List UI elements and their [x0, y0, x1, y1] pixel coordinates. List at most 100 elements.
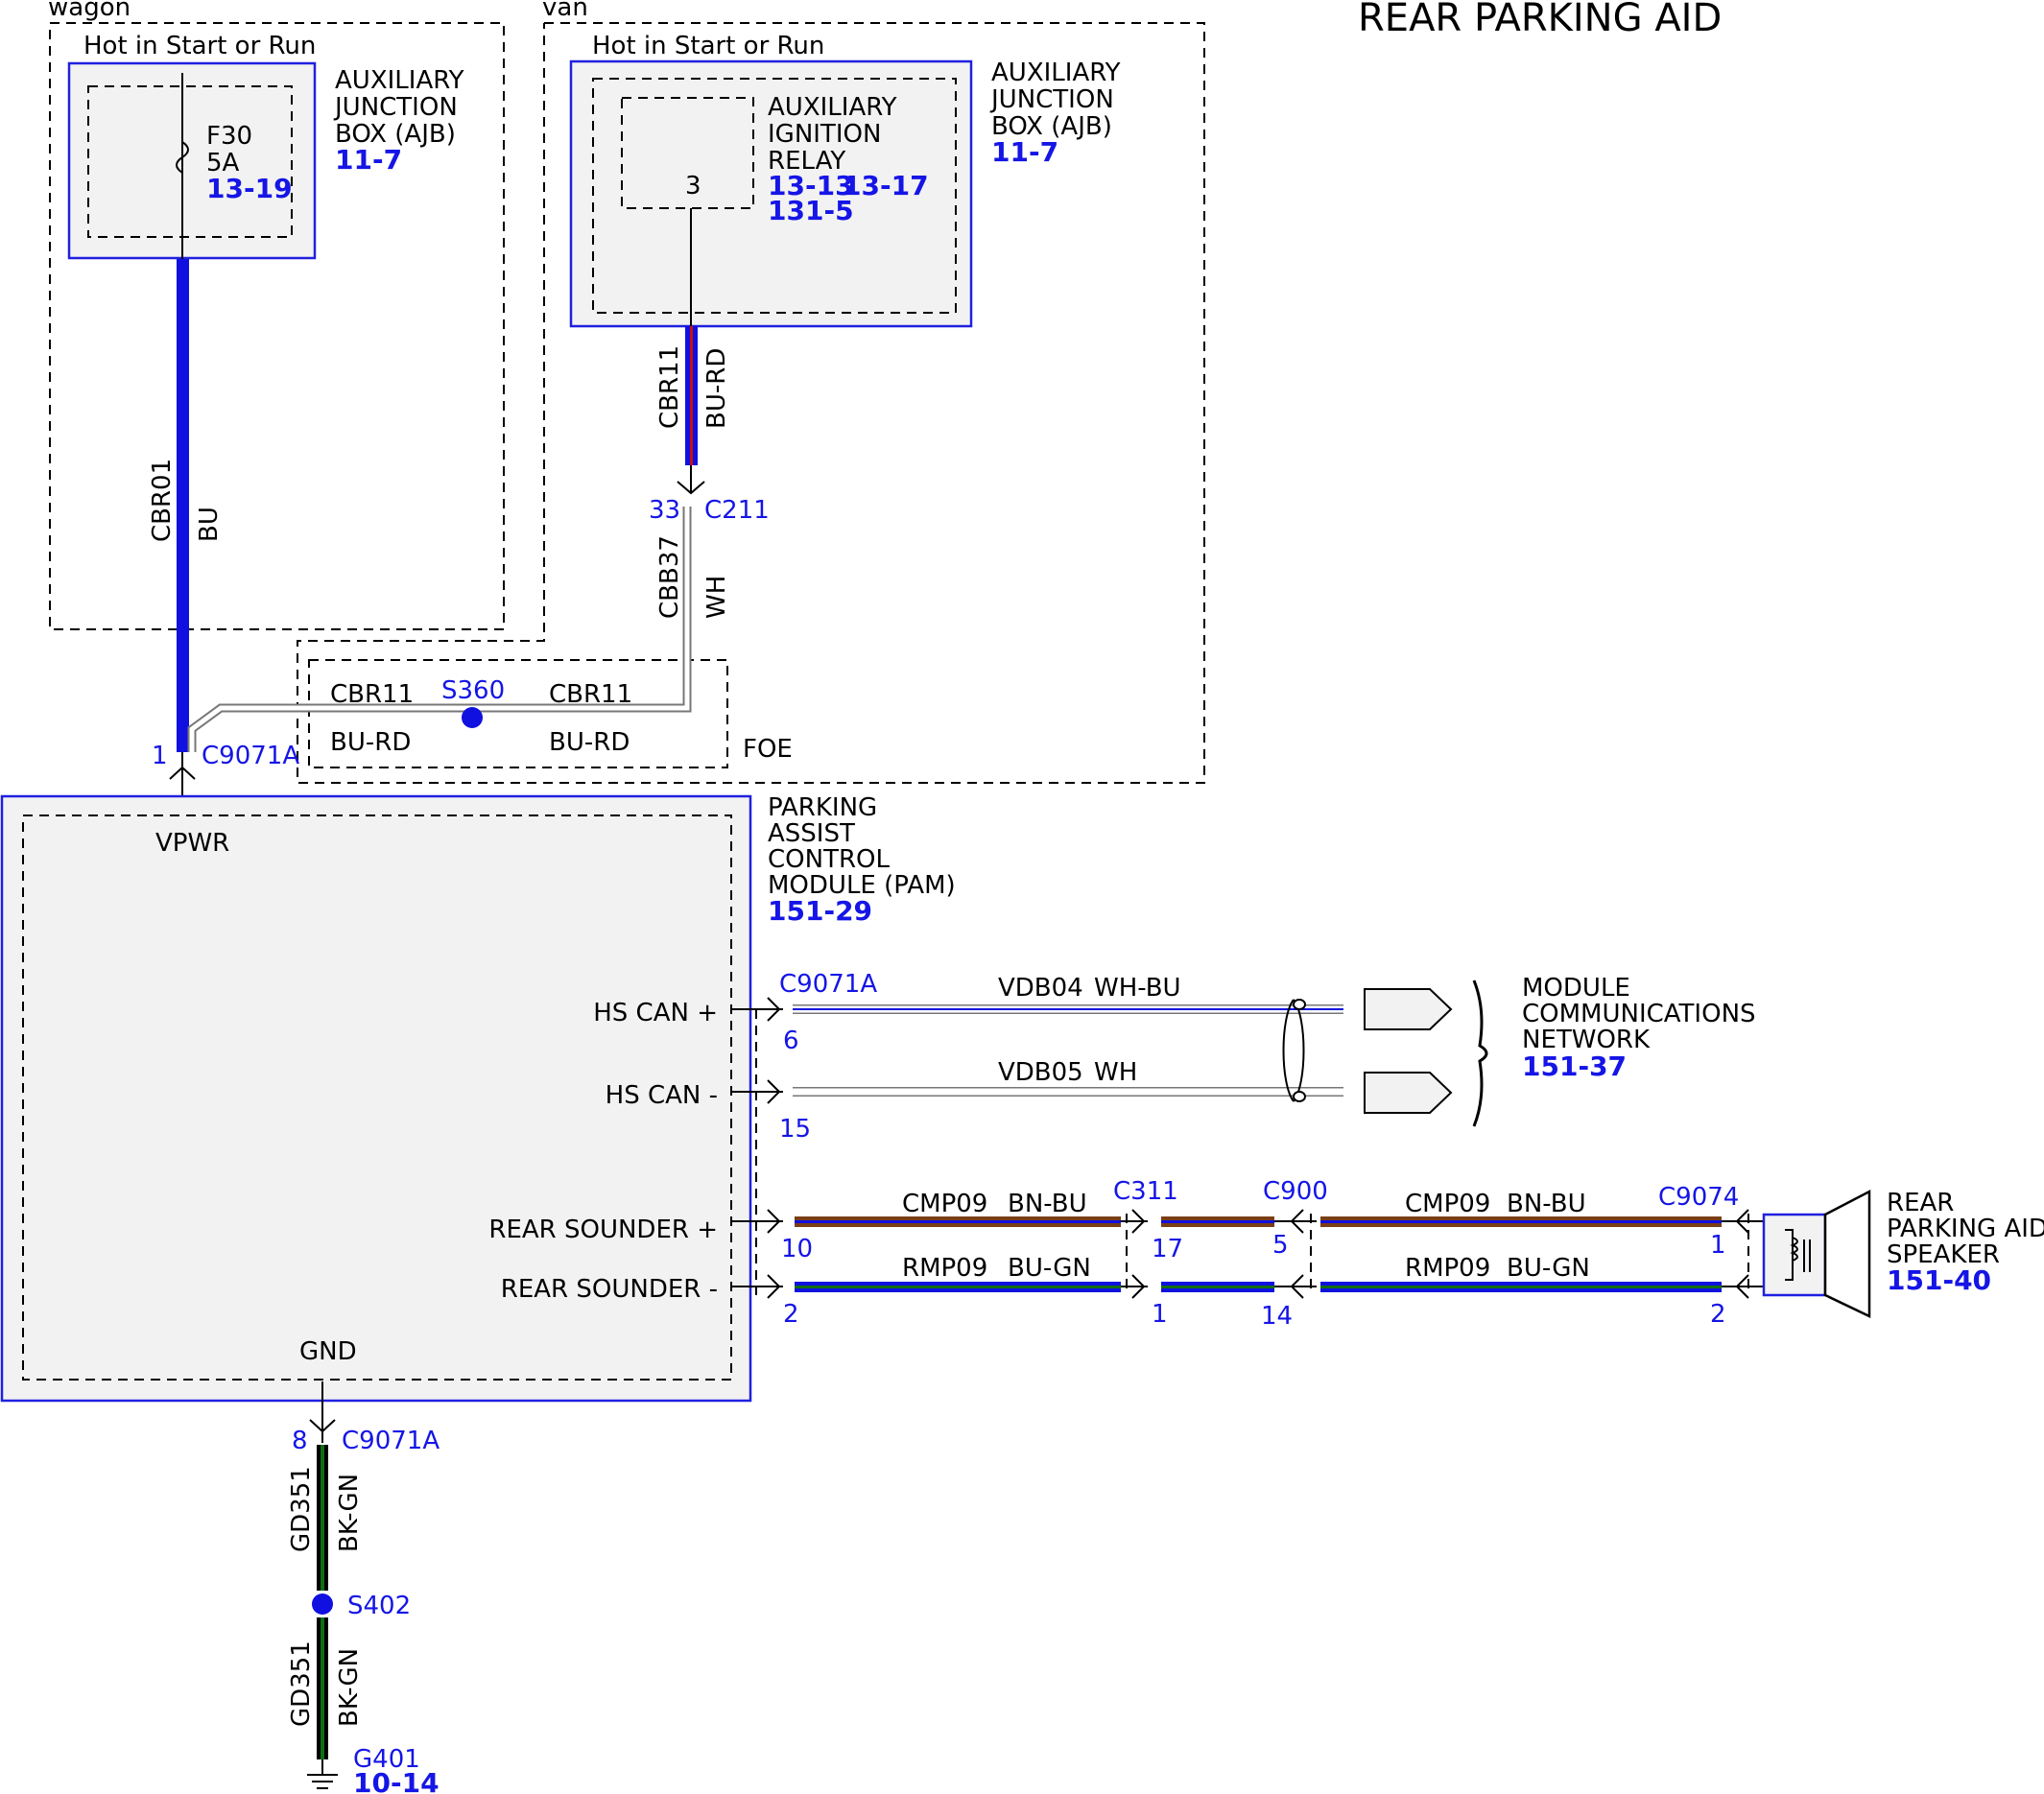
pam-pin-can-hi: HS CAN + — [593, 999, 718, 1027]
c9074-p-connector-icon — [1735, 1209, 1749, 1234]
relay-name-2: IGNITION — [768, 120, 881, 149]
can-lo-connector-icon — [767, 1079, 781, 1104]
wire-can-hi-color: WH-BU — [1094, 974, 1181, 1003]
wire-gd351-a-color: BK-GN — [335, 1474, 364, 1552]
twisted-pair-top — [1293, 999, 1306, 1010]
van-ajb-ref-link[interactable]: 11-7 — [991, 136, 1058, 168]
fuse-icon — [176, 141, 189, 174]
relay-ref-link-1[interactable]: 13-13 — [768, 170, 854, 201]
wire-rmp09-b-color: BU-GN — [1507, 1254, 1590, 1283]
wire-rmp09-b-circuit: RMP09 — [1405, 1254, 1490, 1283]
splice-s360-label[interactable]: S360 — [441, 676, 505, 705]
fuse-ref-link[interactable]: 13-19 — [206, 173, 293, 204]
van-region — [297, 22, 1205, 784]
c311-name[interactable]: C311 — [1113, 1177, 1178, 1206]
network-connector-hi-icon — [1364, 988, 1453, 1030]
network-connector-lo-icon — [1364, 1072, 1453, 1114]
ground-ref-link[interactable]: 10-14 — [353, 1767, 440, 1794]
wire-cbb37 — [189, 507, 690, 752]
splice-s402-label[interactable]: S402 — [347, 1592, 411, 1620]
c211-name[interactable]: C211 — [704, 496, 770, 525]
pam-pin-snd-p: REAR SOUNDER + — [488, 1216, 718, 1244]
wire-cmp09-a-tracer — [795, 1220, 1121, 1223]
twisted-pair-bottom — [1293, 1091, 1306, 1102]
pam-name-2: ASSIST — [768, 819, 855, 848]
wagon-region — [49, 22, 505, 630]
wire-cbr01 — [177, 259, 189, 752]
wire-gd351-a-circuit: GD351 — [287, 1466, 316, 1552]
ground-name[interactable]: G401 — [353, 1745, 420, 1774]
c311-p-connector-icon — [1131, 1209, 1146, 1234]
wagon-label: wagon — [48, 0, 131, 22]
c9074-pin-p: 1 — [1710, 1231, 1726, 1260]
speaker-name-3: SPEAKER — [1887, 1240, 2000, 1269]
relay-box — [621, 97, 754, 209]
c9071a-snd-n-pin: 2 — [783, 1300, 799, 1329]
splice-s402 — [312, 1593, 333, 1615]
wire-cmp09-a-circuit: CMP09 — [902, 1190, 987, 1218]
splice-s360 — [462, 707, 483, 728]
speaker-cone-icon — [1823, 1189, 1871, 1318]
pam-pin-snd-n: REAR SOUNDER - — [501, 1275, 718, 1304]
network-brace-icon — [1472, 980, 1488, 1127]
can-hi-connector-icon — [767, 997, 781, 1022]
network-name-3: NETWORK — [1522, 1026, 1651, 1054]
c9074-name[interactable]: C9074 — [1658, 1183, 1739, 1212]
wire-cbr11-van-tracer — [690, 326, 693, 465]
c900-p-connector-icon — [1290, 1209, 1304, 1234]
pam-pin-vpwr: VPWR — [155, 829, 229, 858]
van-ajb-inner — [592, 78, 957, 314]
wagon-ajb-ref-link[interactable]: 11-7 — [335, 144, 402, 176]
pam-name-1: PARKING — [768, 793, 877, 822]
pam-name-4: MODULE (PAM) — [768, 871, 956, 900]
wire-cmp09-b-tracer — [1320, 1220, 1722, 1223]
c9071a-vpwr-name[interactable]: C9071A — [202, 742, 299, 770]
wire-cbr11-van-circuit: CBR11 — [655, 345, 684, 429]
c311-pin-p: 17 — [1152, 1235, 1183, 1263]
relay-pin: 3 — [685, 172, 701, 201]
wire-rmp09-a-circuit: RMP09 — [902, 1254, 987, 1283]
speaker-coil-icon — [1785, 1229, 1798, 1281]
wire-cbr11-van-color: BU-RD — [702, 348, 731, 429]
wire-foe-left-color: BU-RD — [330, 728, 411, 757]
fuse-name: F30 — [206, 122, 252, 151]
wire-rmp09-b-tracer — [1320, 1286, 1722, 1288]
c311-n-connector-icon — [1131, 1274, 1146, 1299]
c9071a-can-hi-pin: 6 — [783, 1027, 799, 1055]
c9071a-can-lo-pin: 15 — [779, 1115, 811, 1144]
c900-name[interactable]: C900 — [1263, 1177, 1328, 1206]
c9074-n-connector-icon — [1735, 1274, 1749, 1299]
wagon-ajb-name-2: JUNCTION — [333, 93, 458, 122]
c9071a-gnd-name[interactable]: C9071A — [342, 1427, 440, 1455]
foe-region — [308, 659, 728, 768]
wagon-ajb-box — [67, 61, 317, 260]
relay-ref-link-3[interactable]: 131-5 — [768, 195, 854, 226]
network-name-1: MODULE — [1522, 974, 1630, 1003]
c9071a-can-name[interactable]: C9071A — [779, 970, 877, 999]
speaker-name-2: PARKING AID — [1887, 1215, 2044, 1243]
wire-cmp09-a-color: BN-BU — [1008, 1190, 1087, 1218]
foe-label: FOE — [743, 735, 793, 764]
wire-foe-right-color: BU-RD — [549, 728, 630, 757]
network-ref-link[interactable]: 151-37 — [1522, 1050, 1627, 1082]
wire-gd351-b-color: BK-GN — [335, 1648, 364, 1727]
c9074-pin-n: 2 — [1710, 1300, 1726, 1329]
wire-cmp09-b-color: BN-BU — [1507, 1190, 1586, 1218]
relay-ref-link-2[interactable]: 13-17 — [843, 170, 929, 201]
fuse-amps: 5A — [206, 149, 240, 177]
pam-pin-can-lo: HS CAN - — [606, 1081, 718, 1110]
wagon-power-label: Hot in Start or Run — [83, 32, 316, 60]
c311-pin-n: 1 — [1152, 1300, 1168, 1329]
van-label: van — [542, 0, 588, 22]
speaker-ref-link[interactable]: 151-40 — [1887, 1264, 1991, 1296]
wire-rmp09-mid-tracer — [1161, 1286, 1274, 1288]
c900-pin-p: 5 — [1272, 1231, 1289, 1260]
pam-name-3: CONTROL — [768, 845, 890, 874]
pam-ref-link[interactable]: 151-29 — [768, 895, 872, 927]
wagon-ajb-name-3: BOX (AJB) — [335, 120, 456, 149]
c9071a-gnd-pin: 8 — [292, 1427, 308, 1455]
wagon-ajb-inner — [87, 85, 293, 238]
wagon-ajb-name-1: AUXILIARY — [335, 66, 464, 95]
wire-cbr01-color: BU — [195, 507, 224, 542]
